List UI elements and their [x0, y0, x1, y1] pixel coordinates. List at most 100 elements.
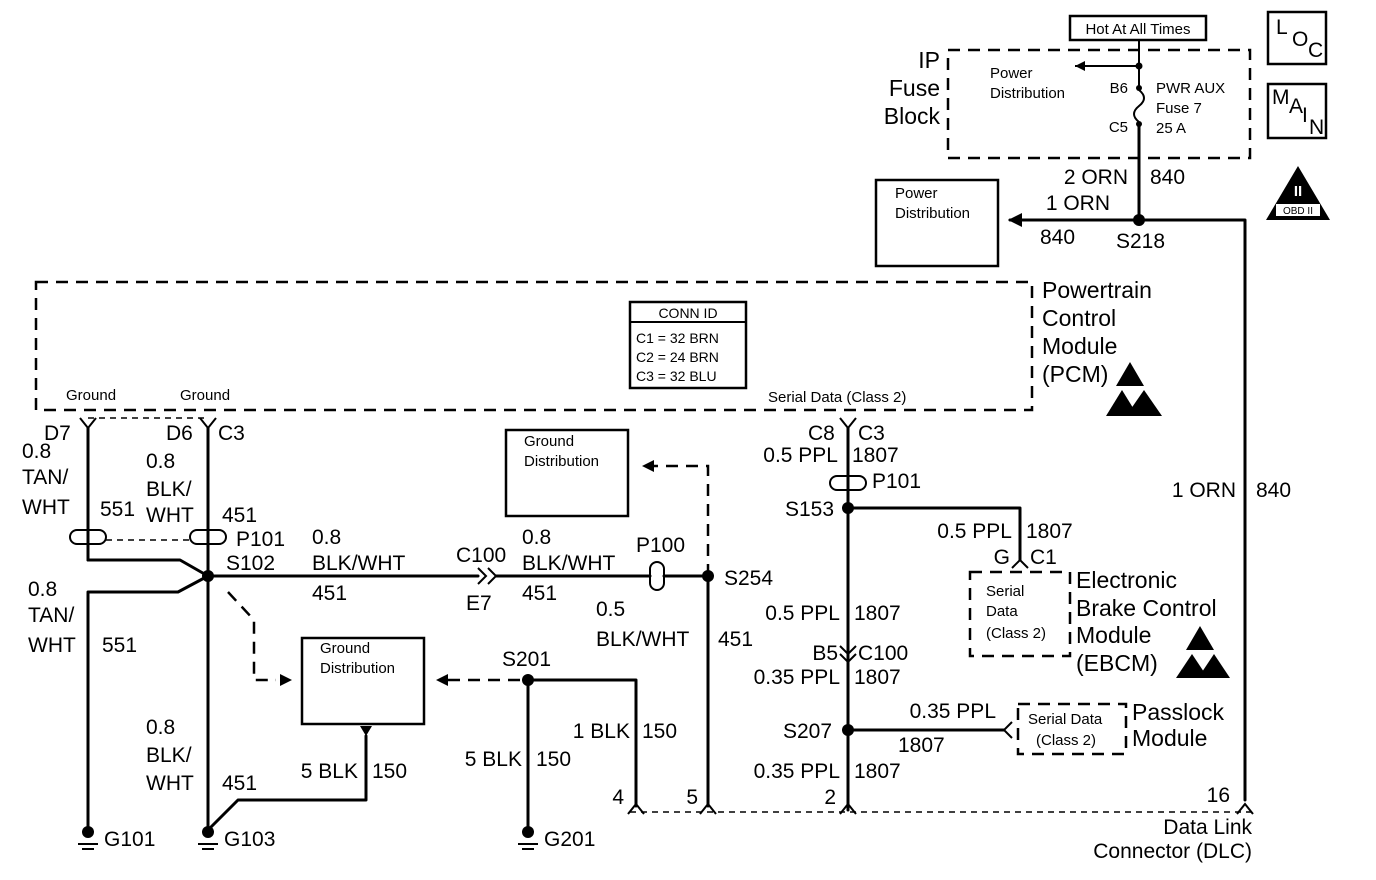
ebcm-name-2: Brake Control	[1076, 595, 1217, 621]
fuse-block-outline	[946, 48, 1252, 160]
ground-dist-upper-2: Distribution	[524, 453, 599, 470]
s254-ground-link	[644, 464, 710, 576]
wire-451-right-size-1: 0.8	[522, 526, 551, 549]
fuse-block-name-2: Fuse	[889, 75, 940, 101]
power-dist-frame	[874, 178, 1000, 268]
s201-label: S201	[502, 648, 551, 671]
wire-1807-to-ebcm	[846, 506, 1022, 562]
fuse-number: Fuse 7	[1156, 100, 1202, 117]
ground-g101-dot	[82, 826, 94, 838]
wire-1807-top-size: 0.5 PPL	[763, 444, 838, 467]
wire-1807-mid-num: 1807	[854, 602, 901, 625]
wire-551-lower	[86, 574, 210, 832]
ground-dist-lower-left-arrow	[280, 674, 292, 686]
ground-dist-lower-down-arrow	[360, 726, 372, 736]
pin-d7: D7	[44, 422, 71, 445]
wire-840-b-num: 840	[1040, 226, 1075, 249]
pcm-name-3: Module	[1042, 333, 1117, 359]
pin-b5: B5	[812, 642, 838, 665]
fuse-block-name-1: IP	[918, 47, 940, 73]
loc-badge: L O C	[1266, 10, 1328, 66]
power-dist-arrow	[1008, 213, 1022, 227]
dlc-connector: 4 5 2 16 Data Link Connector (DLC)	[612, 784, 1254, 863]
wire-ebcm-size: 0.5 PPL	[937, 520, 1012, 543]
ground-g101-icon	[78, 826, 98, 850]
wire-451-color-2: WHT	[146, 504, 194, 527]
obd-label-box	[1276, 204, 1320, 216]
wire-451-c100-size-1: 0.8	[312, 526, 341, 549]
main-n: N	[1309, 116, 1324, 139]
passlock-connector-icon	[1002, 721, 1013, 739]
wire-840-to-dlc	[1137, 218, 1247, 802]
ground-dist-upper-1: Ground	[524, 433, 574, 450]
wire-s254-size-1: 0.5	[596, 598, 625, 621]
ebcm-esd-icon	[1186, 626, 1214, 650]
ebcm-esd-icon-2	[1176, 654, 1208, 678]
dlc-pin-4: 4	[612, 786, 624, 809]
dlc-pin-2: 2	[824, 786, 836, 809]
wire-1807-low-size: 0.35 PPL	[754, 760, 840, 783]
pcm-module: Powertrain Control Module (PCM) Ground G…	[34, 277, 1162, 416]
s207-label: S207	[783, 720, 832, 743]
passlock-module: Serial Data (Class 2) Passlock Module	[1016, 699, 1225, 756]
fuse-rating: 25 A	[1156, 120, 1186, 137]
wire-451-c100-size-2: BLK/WHT	[312, 552, 406, 575]
wire-451-right-num: 451	[522, 582, 557, 605]
passlock-outline	[1016, 702, 1128, 756]
s218-label: S218	[1116, 230, 1165, 253]
connector-p101-451-icon	[189, 529, 227, 545]
passlock-name-2: Module	[1132, 725, 1207, 751]
pcm-serial-label: Serial Data (Class 2)	[768, 389, 906, 406]
ground-dist-upper-frame	[504, 428, 630, 518]
esd-icon	[1116, 362, 1144, 386]
ground-dist-upper-arrow	[642, 460, 654, 472]
main-a: A	[1289, 95, 1303, 118]
e7-label: E7	[466, 592, 492, 615]
wire-840-a-size: 2 ORN	[1064, 166, 1128, 189]
wire-1807-mid-size: 0.5 PPL	[765, 602, 840, 625]
wire-551-to-s102	[86, 542, 210, 578]
wire-s254-num: 451	[718, 628, 753, 651]
pin-c3-left: C3	[218, 422, 245, 445]
wire-451-c100-num: 451	[312, 582, 347, 605]
power-distribution-box: Power Distribution	[874, 178, 1000, 268]
wire-passlock-size: 0.35 PPL	[910, 700, 996, 723]
wire-150-c-size: 5 BLK	[465, 748, 522, 771]
wire-551-b-color-1: TAN/	[28, 604, 74, 627]
g201-label: G201	[544, 828, 595, 851]
dlc-pin-16-icon	[1236, 802, 1254, 815]
g103-label: G103	[224, 828, 275, 851]
wire-840-c-num: 840	[1256, 479, 1291, 502]
pcm-outline	[34, 280, 1034, 412]
dlc-pin-5: 5	[686, 786, 698, 809]
ebcm-name-4: (EBCM)	[1076, 650, 1158, 676]
s102-label: S102	[226, 552, 275, 575]
wire-451-color-1: BLK/	[146, 478, 192, 501]
wire-451-num: 451	[222, 504, 257, 527]
passlock-name-1: Passlock	[1132, 699, 1225, 725]
wire-1807-035-size: 0.35 PPL	[754, 666, 840, 689]
ground-dist-lower-2: Distribution	[320, 660, 395, 677]
ground-dist-lower-1: Ground	[320, 640, 370, 657]
loc-l: L	[1276, 16, 1288, 39]
ebcm-pin-c1: C1	[1030, 546, 1057, 569]
p101-left-label: P101	[236, 528, 285, 551]
s153-label: S153	[785, 498, 834, 521]
passlock-inner-1: Serial Data	[1028, 711, 1103, 728]
wire-840-a-num: 840	[1150, 166, 1185, 189]
fuse-power-dist-1: Power	[990, 65, 1033, 82]
dlc-pin-2-icon	[839, 802, 857, 815]
wire-451-right-size-2: BLK/WHT	[522, 552, 616, 575]
dlc-pin-5-icon	[699, 802, 717, 815]
ground-g201-icon	[518, 826, 538, 850]
ground-dist-lower-frame	[300, 636, 426, 726]
c100-label: C100	[456, 544, 506, 567]
fuse-name: PWR AUX	[1156, 80, 1225, 97]
p101-right-label: P101	[872, 470, 921, 493]
fuse-power-dist-arrow	[1075, 61, 1085, 71]
wire-551-b-color-2: WHT	[28, 634, 76, 657]
wire-551-size: 0.8	[22, 440, 51, 463]
ebcm-esd-icon-3	[1198, 654, 1230, 678]
wire-passlock-num: 1807	[898, 734, 945, 757]
ebcm-outline	[968, 570, 1072, 658]
